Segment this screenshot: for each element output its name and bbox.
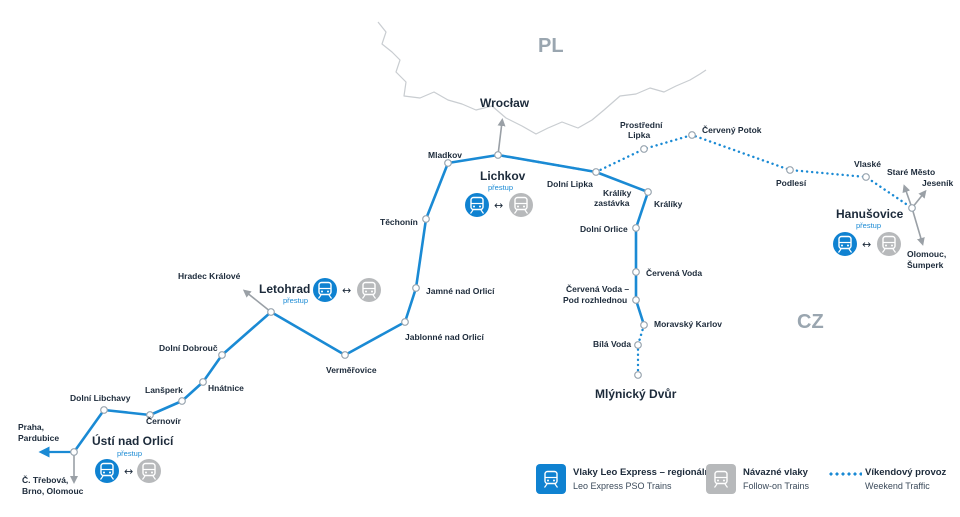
- legend-follow-sub: Follow-on Trains: [743, 481, 810, 491]
- swap-arrows-icon: ↔: [862, 238, 871, 251]
- transfer-badge-usti: ↔: [95, 459, 161, 483]
- hub-letohrad-sub: přestup: [283, 296, 308, 305]
- legend-leo-sub: Leo Express PSO Trains: [573, 481, 672, 491]
- hub-hanusovice: Hanušovice: [836, 207, 904, 221]
- station-cervena-voda: Červená Voda: [646, 267, 702, 278]
- dotted-line-icon: [828, 472, 862, 476]
- transfer-badge-hanusovice: ↔: [833, 232, 901, 256]
- swap-arrows-icon: ↔: [342, 284, 351, 297]
- route-line-main: [72, 153, 650, 454]
- station-jamne: Jamné nad Orlicí: [426, 286, 495, 296]
- train-icon: [357, 278, 381, 302]
- transfer-badge-letohrad: ↔: [313, 278, 381, 302]
- station-lansperk: Lanšperk: [145, 385, 183, 395]
- hub-lichkov: Lichkov: [480, 169, 526, 183]
- hub-letohrad: Letohrad: [259, 282, 310, 296]
- legend-follow-title: Návazné vlaky: [743, 467, 808, 478]
- route-line-weekend: [496, 133, 914, 377]
- hub-lichkov-sub: přestup: [488, 183, 513, 192]
- direction-trebova: Č. Třebová,Brno, Olomouc: [22, 474, 84, 496]
- train-icon: [536, 464, 566, 494]
- country-label-pl: PL: [538, 35, 564, 57]
- station-hnatnice: Hnátnice: [208, 383, 244, 393]
- hub-mlynicky-dvur: Mlýnický Dvůr: [595, 387, 677, 401]
- station-podlesi: Podlesí: [776, 178, 807, 188]
- legend-weekend-title: Víkendový provoz: [865, 467, 947, 478]
- station-techonin: Těchonín: [380, 217, 418, 227]
- direction-praha: Praha,Pardubice: [18, 422, 59, 443]
- station-bila-voda: Bílá Voda: [593, 339, 631, 349]
- station-markers: [70, 131, 916, 456]
- legend-item-weekend: Víkendový provoz Weekend Traffic: [828, 462, 953, 498]
- hub-hanusovice-sub: přestup: [856, 221, 881, 230]
- station-moravsky-karlov: Moravský Karlov: [654, 319, 722, 329]
- train-icon: [465, 193, 489, 217]
- country-label-cz: CZ: [797, 311, 824, 333]
- station-vermerovice: Verměřovice: [326, 365, 377, 375]
- train-icon: [877, 232, 901, 256]
- swap-arrows-icon: ↔: [494, 199, 503, 212]
- station-dolni-orlice: Dolní Orlice: [580, 224, 628, 234]
- train-icon: [313, 278, 337, 302]
- station-cerveny-potok: Červený Potok: [702, 124, 762, 135]
- legend: Vlaky Leo Express – regionální Leo Expre…: [536, 462, 956, 502]
- station-jesenik: Jeseník: [922, 178, 953, 188]
- legend-item-leo: Vlaky Leo Express – regionální Leo Expre…: [536, 462, 713, 498]
- train-icon: [95, 459, 119, 483]
- transfer-badge-lichkov: ↔: [465, 193, 533, 217]
- train-icon: [833, 232, 857, 256]
- station-stare-mesto: Staré Město: [887, 167, 935, 177]
- station-dolni-libchavy: Dolní Libchavy: [70, 393, 131, 403]
- legend-weekend-sub: Weekend Traffic: [865, 481, 930, 491]
- station-dolni-dobrouc: Dolní Dobrouč: [159, 343, 218, 353]
- direction-hradec: Hradec Králové: [178, 271, 241, 281]
- country-border: [377, 21, 707, 135]
- station-kraliky: Králíky: [654, 199, 683, 209]
- station-vlaske: Vlaské: [854, 159, 881, 169]
- legend-item-follow: Návazné vlaky Follow-on Trains: [706, 462, 826, 498]
- swap-arrows-icon: ↔: [124, 465, 133, 478]
- legend-leo-title: Vlaky Leo Express – regionální: [573, 467, 713, 478]
- station-cernovir: Černovír: [146, 415, 182, 426]
- train-icon: [509, 193, 533, 217]
- direction-olomouc: Olomouc,Šumperk: [907, 249, 946, 270]
- hub-usti-sub: přestup: [117, 449, 142, 458]
- station-cervena-voda-pod: Červená Voda –Pod rozhlednou: [563, 283, 629, 305]
- station-mladkov: Mladkov: [428, 150, 462, 160]
- train-icon: [137, 459, 161, 483]
- hub-wroclaw: Wrocław: [480, 96, 530, 110]
- train-icon: [706, 464, 736, 494]
- station-jablonne: Jablonné nad Orlicí: [405, 332, 485, 342]
- station-dolni-lipka: Dolní Lipka: [547, 179, 593, 189]
- hub-usti: Ústí nad Orlicí: [92, 433, 174, 448]
